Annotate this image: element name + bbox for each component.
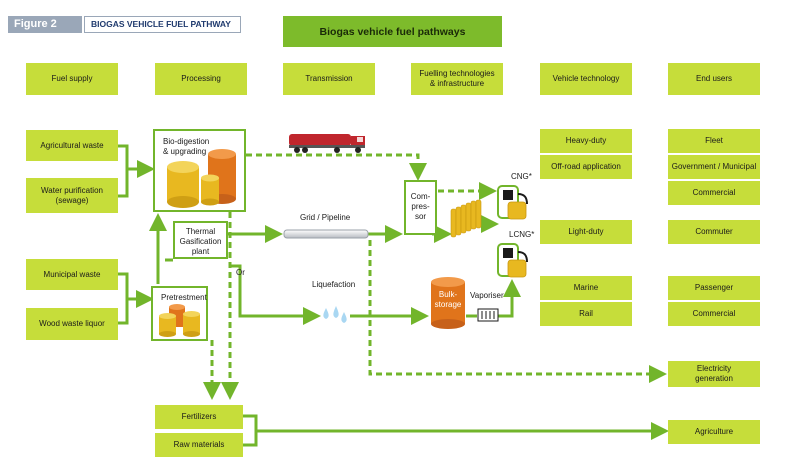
biodigestion-label: Bio-digestion & upgrading: [163, 137, 210, 156]
vehicle-heavy-duty: Heavy-duty: [540, 129, 632, 153]
pretreatment-tanks-icon: [159, 304, 200, 337]
main-title: Biogas vehicle fuel pathways: [283, 16, 502, 47]
end-user-passenger: Passenger: [668, 276, 760, 300]
column-header-fuelling: Fuelling technologies & infrastructure: [411, 63, 503, 95]
end-user-commercial: Commercial: [668, 181, 760, 205]
vehicle-rail: Rail: [540, 302, 632, 326]
vaporiser-label: Vaporiser: [470, 291, 504, 300]
lcng-dispenser-icon: [497, 243, 528, 278]
bulk-storage-tank-icon: [431, 277, 465, 329]
or-label: Or: [236, 268, 245, 277]
column-header-end-users: End users: [668, 63, 760, 95]
vehicle-marine: Marine: [540, 276, 632, 300]
fuel-supply-municipal-waste: Municipal waste: [26, 259, 118, 290]
column-header-vehicle-technology: Vehicle technology: [540, 63, 632, 95]
grid-pipeline-label: Grid / Pipeline: [300, 213, 351, 222]
end-user-commercial-2: Commercial: [668, 302, 760, 326]
column-header-processing: Processing: [155, 63, 247, 95]
column-header-fuel-supply: Fuel supply: [26, 63, 118, 95]
vehicle-light-duty: Light-duty: [540, 220, 632, 244]
figure-tag: Figure 2: [8, 16, 82, 33]
fuel-supply-wood-waste: Wood waste liquor: [26, 308, 118, 340]
fuel-supply-water-purification: Water purification (sewage): [26, 178, 118, 213]
thermal-gasification-box: Thermal Gasification plant: [173, 221, 228, 259]
end-user-electricity: Electricity generation: [668, 361, 760, 387]
column-header-transmission: Transmission: [283, 63, 375, 95]
vehicle-off-road: Off-road application: [540, 155, 632, 179]
cng-dispenser-icon: [497, 185, 528, 220]
fuel-supply-agricultural-waste: Agricultural waste: [26, 130, 118, 161]
end-user-agriculture: Agriculture: [668, 420, 760, 444]
figure-title: BIOGAS VEHICLE FUEL PATHWAY: [84, 16, 241, 33]
compressor-box: Com- pres- sor: [404, 180, 437, 235]
lcng-label: LCNG*: [509, 230, 535, 239]
cng-label: CNG*: [511, 172, 532, 181]
vaporiser-icon: [477, 308, 499, 322]
digester-tanks-icon: [167, 149, 236, 208]
thermal-gasification-label: Thermal Gasification plant: [179, 227, 222, 256]
byproduct-raw-materials: Raw materials: [155, 433, 243, 457]
byproduct-fertilizers: Fertilizers: [155, 405, 243, 429]
pretreatment-box: Pretrestment: [151, 286, 208, 341]
storage-cylinders-icon: [450, 199, 482, 238]
liquid-drops-icon: [323, 306, 347, 323]
pipeline-icon: [283, 229, 369, 239]
biodigestion-box: Bio-digestion & upgrading: [153, 129, 246, 212]
compressor-label: Com- pres- sor: [410, 192, 431, 221]
bulk-storage-label: Bulk- storage: [434, 290, 462, 309]
end-user-commuter: Commuter: [668, 220, 760, 244]
pretreatment-label: Pretrestment: [161, 293, 207, 302]
end-user-government: Government / Municipal: [668, 155, 760, 179]
end-user-fleet: Fleet: [668, 129, 760, 153]
truck-icon: [289, 134, 365, 153]
liquefaction-label: Liquefaction: [312, 280, 356, 289]
